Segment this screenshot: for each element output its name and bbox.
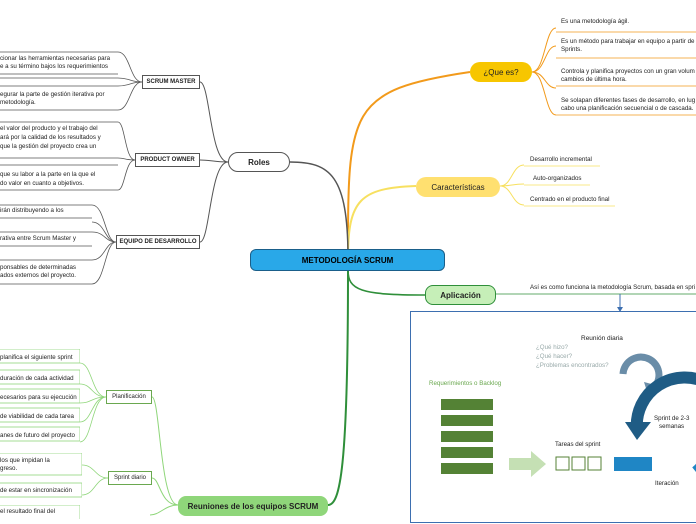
que-es-item-3: Controla y planifica proyectos con un gr… bbox=[561, 68, 695, 75]
planificacion-item-5: anes de futuro del proyecto bbox=[0, 432, 75, 439]
caracteristicas-node[interactable]: Características bbox=[416, 177, 500, 197]
requerimientos-label: Requerimientos o Backlog bbox=[429, 380, 502, 387]
branch-left-grey bbox=[289, 161, 349, 259]
backlog-bar bbox=[441, 415, 493, 426]
planificacion-item-4: de viabilidad de cada tarea bbox=[0, 413, 74, 420]
sprint-diario-item-1: los que impidan la bbox=[0, 457, 50, 464]
planificacion-item-3: ecesarios para su ejecución bbox=[0, 394, 77, 401]
planificacion-item-2: duración de cada actividad bbox=[0, 375, 74, 382]
roles-node[interactable]: Roles bbox=[228, 152, 290, 172]
backlog-bar bbox=[441, 447, 493, 458]
revision-item-1: el resultado final del bbox=[0, 508, 56, 515]
caracteristica-1: Desarrollo incremental bbox=[530, 156, 592, 163]
central-node[interactable]: METODOLOGÍA SCRUM bbox=[250, 249, 445, 271]
question-2: ¿Qué hacer? bbox=[536, 353, 573, 360]
sprint-label-2: semanas bbox=[659, 423, 685, 430]
task-card bbox=[571, 456, 586, 471]
equipo-desarrollo-node[interactable]: EQUIPO DE DESARROLLO bbox=[116, 235, 200, 249]
scrum-master-node[interactable]: SCRUM MASTER bbox=[142, 75, 200, 89]
process-graphics bbox=[441, 353, 696, 477]
sprint-diario-item-1b: greso. bbox=[0, 465, 18, 472]
increment-bar bbox=[614, 457, 652, 471]
task-card bbox=[555, 456, 570, 471]
question-3: ¿Problemas encontrados? bbox=[536, 362, 609, 369]
equipo-text-4: ados externos del proyecto. bbox=[0, 272, 77, 279]
branch-left-green bbox=[327, 269, 349, 506]
sprint-diario-node[interactable]: Sprint diario bbox=[108, 471, 152, 485]
iteracion-label: Iteración bbox=[655, 480, 679, 487]
task-card bbox=[587, 456, 602, 471]
sprint-diario-boxes bbox=[0, 453, 82, 498]
product-owner-node[interactable]: PRODUCT OWNER bbox=[135, 153, 200, 167]
caracteristica-3: Centrado en el producto final bbox=[530, 196, 610, 203]
flow-arrow bbox=[509, 451, 546, 477]
reunion-diaria-label: Reunión diaria bbox=[581, 335, 623, 342]
equipo-text-2: rativa entre Scrum Master y bbox=[0, 235, 76, 242]
product-owner-text-1: el valor del producto y el trabajo del bbox=[0, 125, 98, 132]
branch-right-orange bbox=[347, 71, 471, 259]
question-1: ¿Qué hizo? bbox=[536, 344, 568, 351]
sprint-label-1: Sprint de 2-3 bbox=[654, 415, 690, 422]
planificacion-node[interactable]: Planificación bbox=[106, 390, 152, 404]
sprint-cycle-arrow bbox=[630, 371, 696, 431]
scrum-master-text-1: cionar las herramientas necesarias para bbox=[0, 55, 111, 62]
equipo-text-1: irán distribuyendo a los bbox=[0, 207, 64, 214]
que-es-item-3b: cambios de última hora. bbox=[561, 76, 627, 83]
scrum-master-text-3: egurar la parte de gestión iterativa por bbox=[0, 91, 105, 98]
revision-box bbox=[0, 505, 80, 519]
que-es-item-4: Se solapan diferentes fases de desarroll… bbox=[561, 97, 696, 104]
sprint-diario-item-2: de estar en sincronización bbox=[0, 487, 72, 494]
branch-right-yellow bbox=[347, 185, 417, 259]
planificacion-boxes bbox=[0, 349, 80, 442]
que-es-item-2b: Sprints. bbox=[561, 46, 582, 53]
product-owner-text-3: que la gestión del proyecto crea un bbox=[0, 143, 97, 150]
que-es-item-4b: cabo una planificación secuencial o de c… bbox=[561, 105, 694, 112]
scrum-master-text-2: e a su término bajos los requerimientos bbox=[0, 63, 108, 70]
equipo-text-3: ponsables de determinadas bbox=[0, 264, 77, 271]
backlog-bar bbox=[441, 431, 493, 442]
backlog-bar bbox=[441, 463, 493, 474]
product-owner-text-2: ará por la calidad de los resultados y bbox=[0, 134, 101, 141]
tareas-label: Tareas del sprint bbox=[555, 441, 601, 448]
product-owner-text-4: que su labor a la parte en la que el bbox=[0, 171, 96, 178]
aplicacion-description: Así es como funciona la metodología Scru… bbox=[530, 284, 696, 291]
aplicacion-node[interactable]: Aplicación bbox=[425, 285, 496, 305]
reuniones-node[interactable]: Reuniones de los equipos SCRUM bbox=[178, 496, 328, 516]
product-owner-text-5: do valor en cuanto a objetivos. bbox=[0, 180, 84, 187]
que-es-item-1: Es una metodología ágil. bbox=[561, 18, 630, 25]
caracteristica-2: Auto-organizados bbox=[533, 175, 582, 182]
scrum-process-diagram: Reunión diaria ¿Qué hizo? ¿Qué hacer? ¿P… bbox=[410, 311, 696, 523]
branch-right-green bbox=[347, 269, 426, 296]
que-es-node[interactable]: ¿Que es? bbox=[470, 62, 532, 82]
scrum-master-text-4: metodología. bbox=[0, 99, 36, 106]
planificacion-item-1: planifica el siguiente sprint bbox=[0, 354, 73, 361]
que-es-item-2: Es un método para trabajar en equipo a p… bbox=[561, 38, 695, 45]
backlog-bar bbox=[441, 399, 493, 410]
